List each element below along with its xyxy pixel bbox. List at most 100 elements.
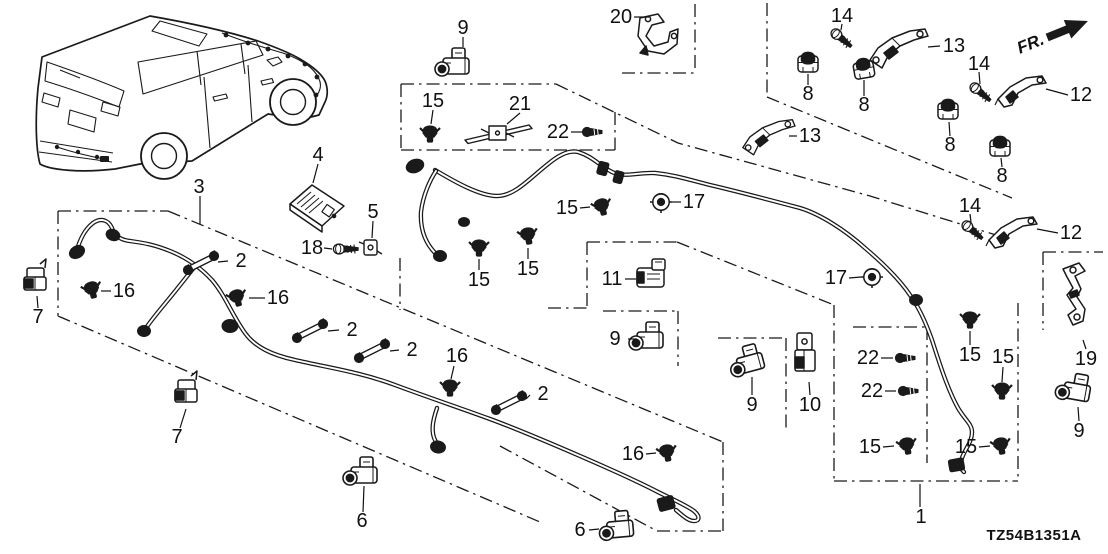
rear-harness-connectors [68,228,676,512]
callout-7-10[interactable]: 7 [32,306,43,328]
part-2-bracket-4[interactable] [490,389,528,416]
callout-7-11[interactable]: 7 [171,426,182,448]
part-15-clip-6[interactable] [990,381,1014,401]
callout-16-38[interactable]: 16 [267,287,289,309]
part-15-clip-8[interactable] [988,435,1014,457]
part-2-bracket-2[interactable] [291,317,329,344]
part-17-grommet-2[interactable] [860,267,884,289]
front-harness-part1[interactable] [404,149,975,475]
callout-14-26[interactable]: 14 [831,5,853,27]
part-12-bracket-2[interactable] [985,216,1038,249]
part-19-bracket[interactable] [1062,262,1086,326]
part-22-clip-1[interactable] [581,126,603,138]
callout-15-31[interactable]: 15 [517,258,539,280]
callout-22-47[interactable]: 22 [547,121,569,143]
callout-leader-14-28 [969,213,972,223]
callout-12-22[interactable]: 12 [1070,84,1092,106]
part-14-screw-1[interactable] [828,26,855,51]
part-15-clip-4[interactable] [589,195,615,219]
part-6-sensor-2[interactable] [596,509,635,542]
callout-21-46[interactable]: 21 [509,93,531,115]
callout-13-25[interactable]: 13 [799,125,821,147]
callout-9-17[interactable]: 9 [609,328,620,350]
part-14-screw-3[interactable] [959,218,986,243]
callout-5-7[interactable]: 5 [367,201,378,223]
part-17-grommet-1[interactable] [649,193,673,214]
part-16-clip-3[interactable] [438,378,462,398]
part-9-sensor-mid[interactable] [724,341,767,380]
callout-15-34[interactable]: 15 [992,346,1014,368]
callout-8-13[interactable]: 8 [858,94,869,116]
callout-14-27[interactable]: 14 [968,53,990,75]
part-13-bracket-2[interactable] [742,119,796,156]
callout-3-5[interactable]: 3 [193,176,204,198]
callout-9-19[interactable]: 9 [1073,420,1084,442]
part-11-connector[interactable] [636,258,666,288]
callout-10-20[interactable]: 10 [799,394,821,416]
part-15-clip-2[interactable] [467,238,491,258]
part-20-bracket[interactable] [637,13,679,56]
callout-6-9[interactable]: 6 [574,519,585,541]
part-22-clip-3[interactable] [897,385,919,397]
callout-9-16[interactable]: 9 [457,17,468,39]
callout-18-43[interactable]: 18 [301,237,323,259]
part-16-clip-1[interactable] [79,278,105,302]
part-16-clip-4[interactable] [654,442,680,464]
callout-17-41[interactable]: 17 [683,191,705,213]
callout-14-28[interactable]: 14 [959,195,981,217]
callout-8-15[interactable]: 8 [996,165,1007,187]
callout-15-35[interactable]: 15 [859,436,881,458]
callout-16-37[interactable]: 16 [113,280,135,302]
part-21-rod[interactable] [464,124,533,145]
callout-11-21[interactable]: 11 [602,268,623,290]
part-15-clip-5[interactable] [958,310,982,330]
part-9-sensor-right[interactable] [1053,369,1094,405]
part-14-screw-2[interactable] [967,80,994,105]
callout-2-2[interactable]: 2 [346,319,357,341]
rear-harness-part3[interactable] [67,217,701,524]
callout-13-24[interactable]: 13 [943,35,965,57]
part-22-clip-2[interactable] [894,352,916,364]
callout-22-49[interactable]: 22 [861,380,883,402]
part-10-retainer[interactable] [794,332,816,372]
callout-16-40[interactable]: 16 [622,443,644,465]
callout-20-45[interactable]: 20 [610,6,632,28]
callout-6-8[interactable]: 6 [356,510,367,532]
part-5-bracket[interactable] [358,239,383,256]
part-12-bracket-1[interactable] [994,75,1047,108]
part-2-bracket-3[interactable] [353,337,391,364]
part-9-sensor-mid-left[interactable] [628,321,664,351]
callout-1-0[interactable]: 1 [915,506,926,528]
callout-15-29[interactable]: 15 [422,90,444,112]
callout-15-33[interactable]: 15 [959,344,981,366]
diagram-code: TZ54B1351A [986,527,1081,544]
callout-16-39[interactable]: 16 [446,345,468,367]
callout-12-23[interactable]: 12 [1060,222,1082,244]
part-15-clip-7[interactable] [894,435,920,457]
callout-8-12[interactable]: 8 [802,83,813,105]
part-8-cushion-4[interactable] [989,135,1011,157]
callout-19-44[interactable]: 19 [1075,348,1097,370]
callout-15-32[interactable]: 15 [556,197,578,219]
part-18-screw[interactable] [332,243,359,255]
callout-9-18[interactable]: 9 [746,394,757,416]
part-15-clip-3[interactable] [515,225,541,247]
callout-17-42[interactable]: 17 [825,267,847,289]
part-7-bracket-2[interactable] [174,370,198,403]
part-13-bracket-1[interactable] [869,28,929,69]
callout-2-3[interactable]: 2 [406,339,417,361]
callout-15-30[interactable]: 15 [468,269,490,291]
part-9-sensor-top[interactable] [434,47,470,77]
callout-2-1[interactable]: 2 [235,250,246,272]
part-4-control-unit[interactable] [289,184,345,233]
callout-15-36[interactable]: 15 [955,436,977,458]
callout-4-6[interactable]: 4 [312,144,323,166]
callout-2-4[interactable]: 2 [537,383,548,405]
part-6-sensor-1[interactable] [342,456,378,486]
part-7-bracket-1[interactable] [23,258,47,291]
part-15-clip-1[interactable] [418,124,442,144]
part-8-cushion-1[interactable] [797,51,819,73]
callout-22-48[interactable]: 22 [857,347,879,369]
part-8-cushion-3[interactable] [937,98,959,120]
callout-8-14[interactable]: 8 [944,134,955,156]
